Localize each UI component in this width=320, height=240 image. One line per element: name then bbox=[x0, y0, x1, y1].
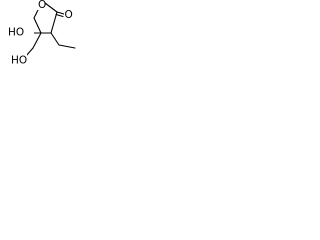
bond-ethyl-ch2-ch3 bbox=[58, 44, 76, 49]
carbonyl-oxygen-label-group: O bbox=[64, 9, 73, 21]
bond-c4-ch2 bbox=[33, 17, 42, 34]
molecule-structure: O O HO HO bbox=[6, 0, 76, 67]
hydroxyl-label: HO bbox=[8, 27, 24, 39]
hydroxymethyl-label-group: HO bbox=[10, 54, 27, 67]
bond-carbonyl-double-2 bbox=[55, 13, 64, 18]
bond-c3-ethyl-ch2 bbox=[50, 32, 60, 46]
bond-ch2-hydroxymethyl-o bbox=[25, 47, 34, 57]
bond-c4-ch2oh bbox=[32, 32, 42, 49]
ring-oxygen-label-group: O bbox=[37, 0, 46, 11]
ring-oxygen-label: O bbox=[38, 0, 46, 11]
carbonyl-oxygen-label: O bbox=[65, 9, 73, 21]
bond-carbonyl-c-c3 bbox=[50, 11, 58, 34]
bond-carbonyl-double-1 bbox=[56, 11, 65, 15]
bond-ring-o-carbonyl-c bbox=[44, 2, 58, 13]
hydroxymethyl-label: HO bbox=[11, 55, 27, 67]
hydroxyl-label-group: HO bbox=[6, 26, 34, 39]
